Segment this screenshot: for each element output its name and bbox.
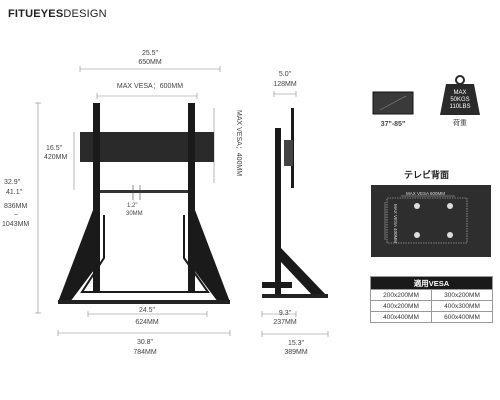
vesa-table-header: 適用VESA: [370, 276, 493, 290]
total-height-mm2: 1043MM: [2, 221, 30, 228]
tv-back-title: テレビ背面: [404, 170, 450, 180]
table-row: 400x400MM 600x400MM: [370, 311, 493, 323]
table-row: 400x200MM 400x300MM: [370, 300, 493, 312]
weight-line1: MAX: [453, 90, 467, 96]
side-foot-in: 9.3": [278, 310, 292, 317]
max-vesa-label: MAX VESA：600MM: [116, 83, 184, 90]
table-row: 200x200MM 300x200MM: [370, 289, 493, 301]
side-base-depth-mm: 389MM: [284, 349, 308, 356]
total-height-in: 32.9": [4, 179, 21, 186]
height-mm: 420MM: [44, 154, 68, 161]
base-width-in: 30.8": [136, 339, 154, 346]
side-top-depth-mm: 128MM: [273, 81, 297, 88]
tv-back-vesa-v: MAX VESA 400MM: [393, 204, 398, 244]
inner-width-in: 24.5": [138, 307, 156, 314]
max-vesa-vertical-label: MAX VESA：400MM: [235, 110, 242, 177]
side-top-depth-in: 5.0": [278, 71, 292, 78]
tv-size-label: 37"-85": [380, 121, 406, 128]
base-width-mm: 784MM: [133, 349, 157, 356]
side-foot-mm: 237MM: [273, 319, 297, 326]
shelf-in: 1.2": [127, 203, 138, 209]
weight-line3: 110LBS: [449, 104, 471, 110]
brand-logo: FITUEYESDESIGN: [8, 8, 107, 20]
weight-line2: 50KGS: [450, 97, 470, 103]
top-width-mm: 650MM: [138, 59, 162, 66]
weight-badge: MAX 50KGS 110LBS: [440, 90, 480, 111]
total-height-in2: 41.1": [6, 189, 23, 196]
top-width-in: 25.5": [141, 50, 159, 57]
height-in: 16.5": [46, 145, 63, 152]
inner-width-mm: 624MM: [135, 319, 159, 326]
weight-caption: 荷重: [453, 120, 467, 127]
total-height-sep: ~: [14, 212, 19, 219]
side-base-depth-in: 15.3": [287, 340, 305, 347]
shelf-mm: 30MM: [126, 211, 143, 217]
total-height-mm: 836MM: [4, 203, 28, 210]
tv-back-vesa-h: MAX VESA 600MM: [406, 191, 446, 196]
vesa-table: 適用VESA 200x200MM 300x200MM 400x200MM 400…: [370, 276, 493, 323]
